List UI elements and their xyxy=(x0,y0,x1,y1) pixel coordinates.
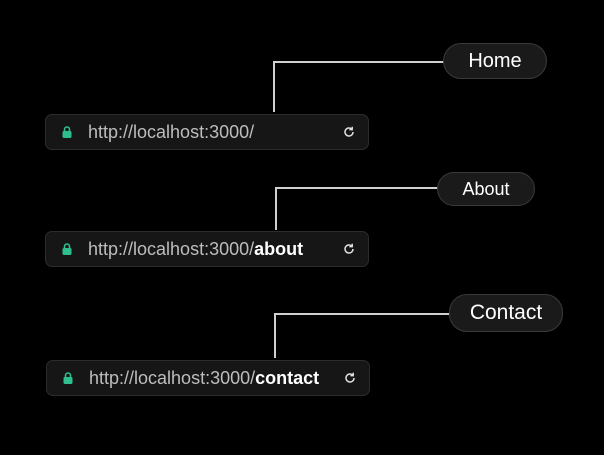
url-text: http://localhost:3000/about xyxy=(88,239,342,260)
url-text: http://localhost:3000/contact xyxy=(89,368,343,389)
url-path: about xyxy=(254,238,304,259)
url-text: http://localhost:3000/ xyxy=(88,122,342,143)
url-base: http://localhost:3000/ xyxy=(89,367,256,388)
route-label-about: About xyxy=(437,172,535,206)
url-path: contact xyxy=(255,367,320,388)
route-label-contact: Contact xyxy=(449,294,563,332)
address-bar-contact[interactable]: http://localhost:3000/contact xyxy=(46,360,370,396)
connector-contact xyxy=(274,313,450,358)
address-bar-home[interactable]: http://localhost:3000/ xyxy=(45,114,369,150)
url-base: http://localhost:3000/ xyxy=(88,238,255,259)
connector-home xyxy=(273,61,444,112)
reload-icon[interactable] xyxy=(343,371,357,385)
address-bar-about[interactable]: http://localhost:3000/about xyxy=(45,231,369,267)
reload-icon[interactable] xyxy=(342,242,356,256)
lock-icon xyxy=(62,243,72,255)
reload-icon[interactable] xyxy=(342,125,356,139)
lock-icon xyxy=(62,126,72,138)
url-base: http://localhost:3000/ xyxy=(88,121,255,142)
lock-icon xyxy=(63,372,73,384)
connector-about xyxy=(275,187,438,230)
route-label-home: Home xyxy=(443,43,547,79)
